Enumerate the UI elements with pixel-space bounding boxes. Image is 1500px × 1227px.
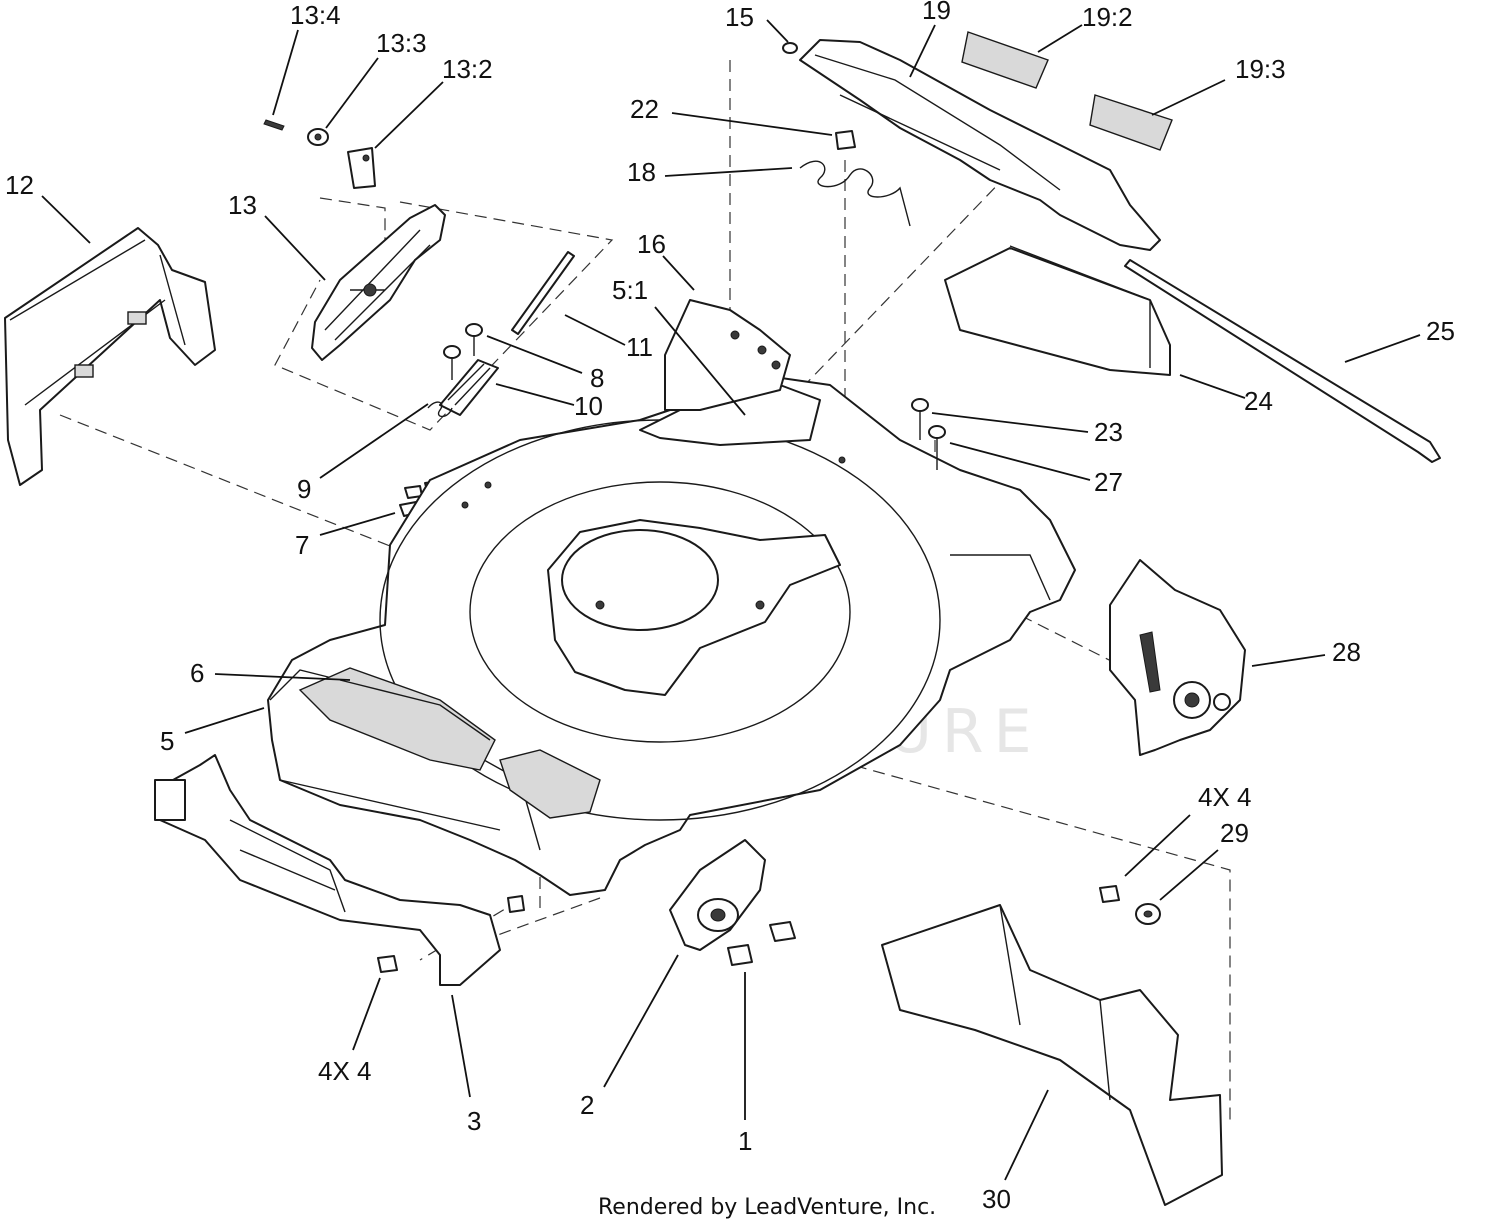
callout-13-3[interactable]: 13:3 bbox=[376, 28, 427, 58]
front-bracket-part-3[interactable] bbox=[154, 754, 501, 986]
washer-part-15[interactable] bbox=[782, 42, 798, 54]
rod-part-11[interactable] bbox=[511, 251, 575, 335]
deflector-part-24[interactable] bbox=[944, 245, 1171, 376]
rear-flap-part-12[interactable] bbox=[4, 227, 216, 486]
callout-13[interactable]: 13 bbox=[228, 190, 257, 220]
callout-13-4[interactable]: 13:4 bbox=[290, 0, 341, 30]
callout-9[interactable]: 9 bbox=[297, 474, 311, 504]
callout-5-1[interactable]: 5:1 bbox=[612, 275, 648, 305]
callout-12[interactable]: 12 bbox=[5, 170, 34, 200]
decal-part-19-2[interactable] bbox=[961, 31, 1049, 89]
callout-18[interactable]: 18 bbox=[627, 157, 656, 187]
spring-part-18[interactable] bbox=[799, 160, 911, 227]
callout-13-2[interactable]: 13:2 bbox=[442, 54, 493, 84]
callout-19[interactable]: 19 bbox=[922, 0, 951, 25]
callout-23[interactable]: 23 bbox=[1094, 417, 1123, 447]
rod-part-25[interactable] bbox=[1124, 259, 1441, 463]
callout-25[interactable]: 25 bbox=[1426, 316, 1455, 346]
callout-15[interactable]: 15 bbox=[725, 2, 754, 32]
rear-skirt-part-30[interactable] bbox=[881, 904, 1223, 1206]
callout-27[interactable]: 27 bbox=[1094, 467, 1123, 497]
nut-part-4-rear[interactable] bbox=[1099, 885, 1120, 903]
callout-1[interactable]: 1 bbox=[738, 1126, 752, 1156]
bracket-part-13-2[interactable] bbox=[347, 147, 376, 189]
callout-7[interactable]: 7 bbox=[295, 530, 309, 560]
callout-11[interactable]: 11 bbox=[626, 332, 653, 362]
callout-3[interactable]: 3 bbox=[467, 1106, 481, 1136]
washer-part-13-3[interactable] bbox=[307, 128, 329, 146]
callout-28[interactable]: 28 bbox=[1332, 637, 1361, 667]
bolt-part-27[interactable] bbox=[928, 425, 946, 470]
callout-4x4-left[interactable]: 4X 4 bbox=[318, 1056, 372, 1086]
bolt-part-23[interactable] bbox=[911, 398, 929, 440]
bolts-part-1[interactable] bbox=[727, 921, 796, 966]
callout-30[interactable]: 30 bbox=[982, 1184, 1011, 1214]
washer-part-29[interactable] bbox=[1135, 903, 1161, 925]
screw-part-13-4[interactable] bbox=[263, 119, 285, 131]
callout-29[interactable]: 29 bbox=[1220, 818, 1249, 848]
mower-deck-part-5[interactable] bbox=[267, 374, 1076, 896]
callout-4x4-right[interactable]: 4X 4 bbox=[1198, 782, 1252, 812]
footer-credit: Rendered by LeadVenture, Inc. bbox=[598, 1195, 936, 1220]
callout-labels: 13:4 13:3 13:2 12 13 15 19 19:2 19:3 22 … bbox=[5, 0, 1455, 1214]
bracket-part-10[interactable] bbox=[439, 359, 499, 416]
callout-19-2[interactable]: 19:2 bbox=[1082, 2, 1133, 32]
callout-19-3[interactable]: 19:3 bbox=[1235, 54, 1286, 84]
callout-10[interactable]: 10 bbox=[574, 391, 603, 421]
callout-8[interactable]: 8 bbox=[590, 363, 604, 393]
side-plate-part-28[interactable] bbox=[1109, 559, 1246, 756]
callout-2[interactable]: 2 bbox=[580, 1090, 594, 1120]
callout-5[interactable]: 5 bbox=[160, 726, 174, 756]
callout-6[interactable]: 6 bbox=[190, 658, 204, 688]
callout-24[interactable]: 24 bbox=[1244, 386, 1273, 416]
callout-16[interactable]: 16 bbox=[637, 229, 666, 259]
nut-part-22[interactable] bbox=[835, 130, 856, 150]
handle-bracket-part-13[interactable] bbox=[311, 204, 446, 361]
nuts-part-4[interactable] bbox=[377, 895, 525, 973]
leader-lines bbox=[41, 19, 1421, 1181]
callout-22[interactable]: 22 bbox=[630, 94, 659, 124]
spring-part-9[interactable] bbox=[427, 401, 453, 418]
bolts-part-8[interactable] bbox=[443, 323, 483, 380]
latch-part-16[interactable] bbox=[664, 299, 791, 411]
pivot-plate-part-2[interactable] bbox=[669, 839, 766, 951]
decal-part-19-3[interactable] bbox=[1089, 94, 1173, 151]
baffle-part-6 bbox=[339, 679, 491, 741]
